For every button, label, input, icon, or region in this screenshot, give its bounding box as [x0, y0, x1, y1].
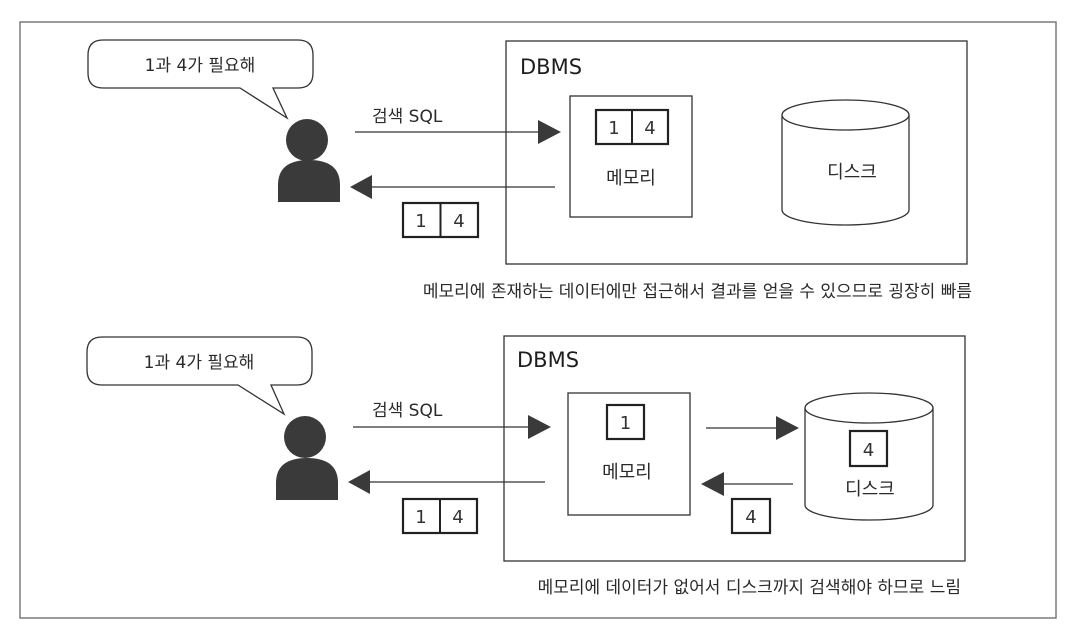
response-arrowhead-icon: [348, 470, 370, 494]
memory-cell: 1: [620, 413, 631, 434]
memory-cell: 1: [608, 118, 619, 139]
outer-frame: [19, 21, 1057, 619]
disk-to-memory-arrowhead-icon: [701, 472, 724, 496]
response-cell: 1: [415, 211, 426, 232]
transfer-cell: 4: [745, 507, 756, 528]
speech-bubble: 1과 4가 필요해: [86, 336, 313, 416]
response-data-cells: 1 4: [401, 201, 480, 239]
dbms-box: [503, 335, 966, 562]
speech-text: 1과 4가 필요해: [144, 353, 255, 373]
memory-label: 메모리: [606, 168, 656, 189]
request-arrowhead-icon: [538, 120, 561, 144]
panel-caption: 메모리에 존재하는 데이터에만 접근해서 결과를 얻을 수 있으므로 굉장히 빠…: [423, 282, 972, 302]
memory-data-cells: 1: [605, 403, 646, 441]
speech-text: 1과 4가 필요해: [145, 56, 256, 76]
disk-to-memory-data-cells: 4: [730, 497, 772, 535]
panel-memory-hit: 1과 4가 필요해 검색 SQL 1 4 DBMS 1 4: [87, 39, 972, 302]
response-data-cells: 1 4: [401, 497, 479, 535]
memory-label: 메모리: [602, 462, 652, 483]
memory-data-cells: 1 4: [594, 108, 670, 146]
response-cell: 1: [415, 507, 426, 528]
dbms-box: [505, 40, 968, 265]
disk-data-cells: 4: [848, 429, 889, 468]
response-arrowhead-icon: [350, 175, 372, 199]
disk-cell: 4: [863, 440, 874, 461]
user-icon: [278, 119, 340, 202]
dbms-label: DBMS: [517, 348, 579, 372]
dbms-label: DBMS: [520, 55, 582, 79]
disk-label: 디스크: [827, 162, 877, 183]
memory-cell: 4: [644, 118, 655, 139]
memory-to-disk-arrowhead-icon: [776, 416, 799, 440]
disk-cylinder-icon: [781, 99, 910, 226]
request-label: 검색 SQL: [372, 107, 443, 127]
request-label: 검색 SQL: [372, 401, 443, 421]
response-cell: 4: [452, 507, 463, 528]
request-arrowhead-icon: [528, 415, 551, 439]
panel-disk-read: 1과 4가 필요해 검색 SQL 1 4 DBMS 1 메모리: [86, 335, 966, 598]
speech-bubble: 1과 4가 필요해: [87, 39, 314, 120]
response-cell: 4: [453, 211, 464, 232]
user-icon: [276, 416, 338, 500]
disk-label: 디스크: [845, 479, 895, 500]
panel-caption: 메모리에 데이터가 없어서 디스크까지 검색해야 하므로 느림: [538, 578, 961, 598]
